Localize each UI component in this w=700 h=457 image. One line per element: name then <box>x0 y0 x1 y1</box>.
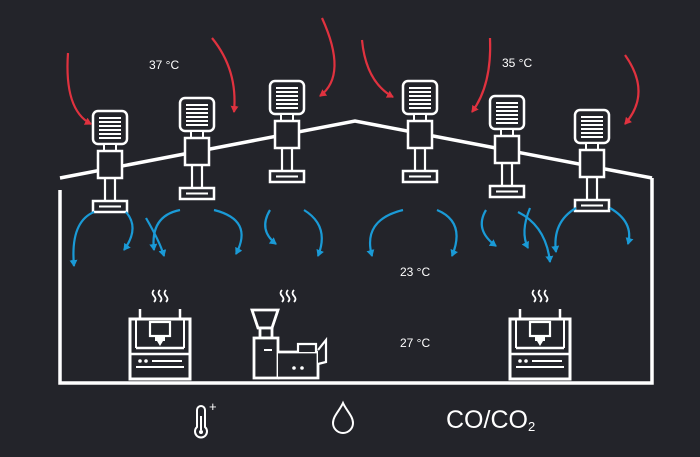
cool-air-arrow-icon <box>149 208 181 251</box>
hot-air-arrow-icon <box>211 37 239 113</box>
evaporative-cooler-icon <box>178 96 216 201</box>
cool-air-arrow-icon <box>366 208 404 257</box>
cool-air-arrow-icon <box>480 209 497 247</box>
extruder-machine-icon <box>250 308 328 380</box>
evaporative-cooler-icon <box>268 79 306 184</box>
cool-air-arrow-icon <box>436 208 458 257</box>
gas-sensor-label: CO/CO2 <box>446 406 535 434</box>
evaporative-cooler-icon <box>488 94 526 199</box>
cool-air-arrow-icon <box>145 217 167 257</box>
water-drop-icon <box>331 400 355 434</box>
cool-air-arrow-icon <box>609 207 634 245</box>
hot-air-arrow-icon <box>66 52 92 125</box>
3d-printer-icon <box>508 307 572 381</box>
evaporative-cooler-icon <box>91 109 129 214</box>
heat-waves-icon <box>531 289 549 303</box>
inside-upper-temp: 23 °C <box>400 265 430 279</box>
cool-air-arrow-icon <box>213 208 243 255</box>
hot-air-arrow-icon <box>360 39 394 98</box>
thermometer-icon <box>194 405 208 439</box>
cool-air-arrow-icon <box>69 210 95 267</box>
hot-air-arrow-icon <box>471 37 492 113</box>
hot-air-arrow-icon <box>319 17 336 97</box>
cool-air-arrow-icon <box>264 209 277 245</box>
cool-air-arrow-icon <box>551 207 577 253</box>
evaporative-cooler-icon <box>573 108 611 213</box>
outside-right-temp: 35 °C <box>502 56 532 70</box>
building-roof-line <box>59 119 653 180</box>
cool-air-arrow-icon <box>303 209 324 257</box>
inside-lower-temp: 27 °C <box>400 336 430 350</box>
heat-waves-icon <box>279 289 297 303</box>
evaporative-cooler-icon <box>401 79 439 184</box>
outside-left-temp: 37 °C <box>149 58 179 72</box>
3d-printer-icon <box>128 307 192 381</box>
hot-air-arrow-icon <box>624 54 640 125</box>
heat-waves-icon <box>151 289 169 303</box>
cool-air-arrow-icon <box>521 207 532 249</box>
cool-air-arrow-icon <box>517 211 554 263</box>
thermometer-plus-sign: + <box>209 399 217 414</box>
cool-air-arrow-icon <box>123 211 134 251</box>
building-roof-outline <box>58 178 654 385</box>
